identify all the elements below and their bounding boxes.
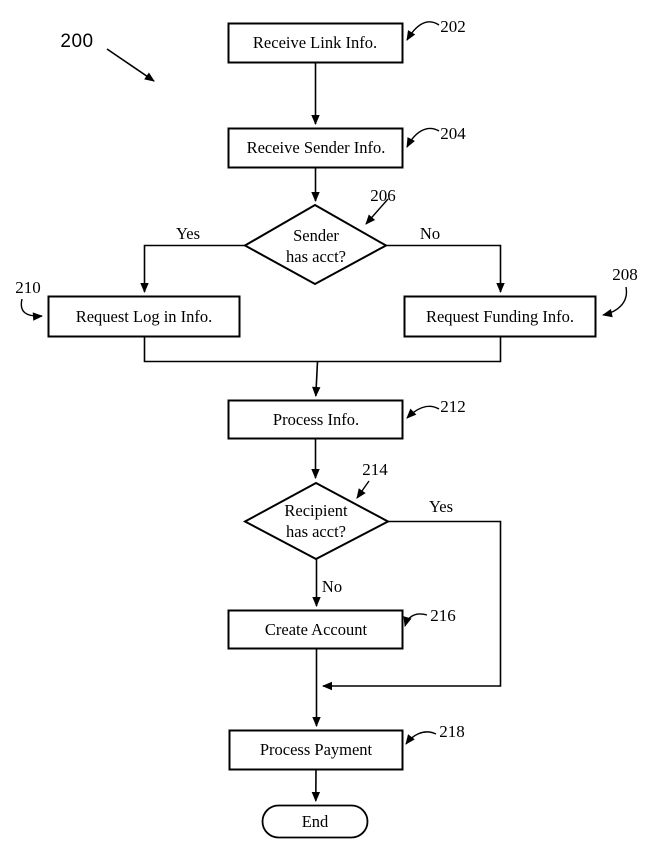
recipient-decision-line1: Recipient [284,501,348,520]
sender-decision-line1: Sender [293,226,339,245]
create-account-box [227,609,404,650]
recipient-no-label: No [321,577,343,596]
request-funding-box [403,295,597,338]
recipient-decision-diamond [242,481,391,561]
ref-202: 202 [440,17,466,36]
leader-214 [356,480,370,499]
leader-218 [405,731,437,745]
sender-no-label: No [419,224,441,243]
ref-204: 204 [440,124,466,143]
leader-202 [406,21,440,41]
recipient-decision-label: Recipient has acct? [284,500,347,542]
process-payment-label: Process Payment [259,740,373,759]
request-login-box [47,295,241,338]
process-info-box [227,399,404,440]
figure-number: 200 [60,31,94,52]
leader-figure-200 [106,48,155,82]
sender-yes-label: Yes [175,224,201,243]
edge-merge-rails [143,336,502,363]
create-account-label: Create Account [264,620,368,639]
ref-206: 206 [370,186,396,205]
sender-decision-line2: has acct? [286,247,346,266]
recipient-decision-line2: has acct? [285,522,346,541]
ref-210: 210 [15,278,41,297]
end-label: End [301,812,329,831]
leader-216 [403,613,428,627]
leader-212 [406,405,440,419]
leader-210 [20,298,43,321]
ref-212: 212 [440,397,466,416]
edge-merge-to-process-info [312,361,321,397]
edge-decision1-yes [140,244,246,293]
ref-208: 208 [612,265,638,284]
ref-214: 214 [362,460,388,479]
process-info-label: Process Info. [272,410,360,429]
leader-208 [602,286,628,318]
receive-link-label: Receive Link Info. [252,33,378,52]
leader-204 [406,127,440,148]
edge-decision1-no [384,244,505,293]
leader-206 [365,198,389,225]
receive-link-box [227,22,404,64]
ref-216: 216 [430,606,456,625]
request-login-label: Request Log in Info. [75,307,213,326]
process-payment-box [228,729,404,771]
edge-decision2-yes [322,520,502,691]
recipient-yes-label: Yes [428,497,454,516]
receive-sender-label: Receive Sender Info. [246,138,386,157]
request-funding-label: Request Funding Info. [425,307,575,326]
end-terminal-shape [261,804,369,839]
sender-decision-label: Sender has acct? [286,225,346,267]
ref-218: 218 [439,722,465,741]
receive-sender-box [227,127,404,169]
sender-decision-diamond [242,203,389,286]
